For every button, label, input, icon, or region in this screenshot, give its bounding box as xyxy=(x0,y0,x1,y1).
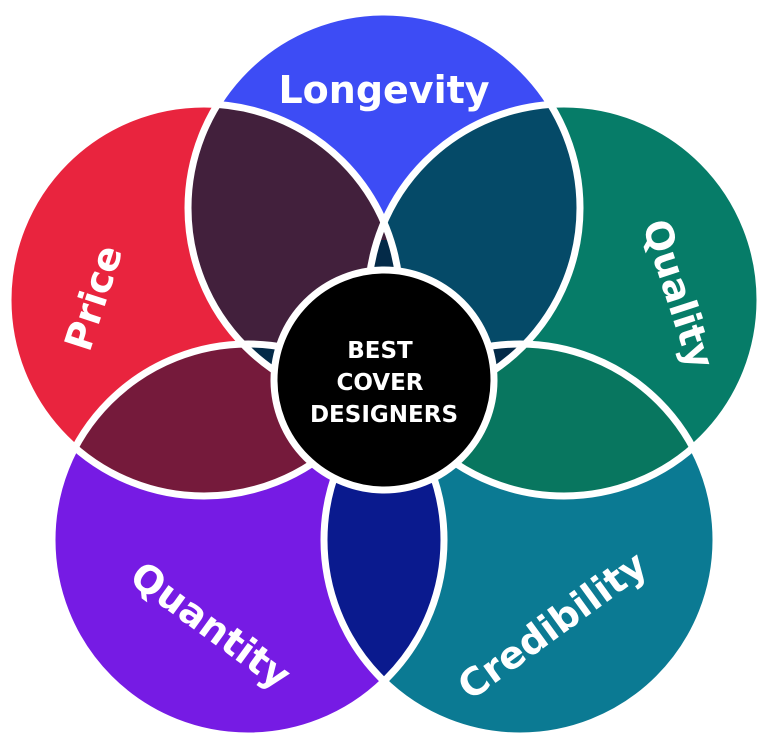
outline-credibility xyxy=(320,340,720,740)
center-line-2: COVER xyxy=(336,370,423,396)
center-circle xyxy=(270,266,498,494)
svg-text:BEST COVER DESIGNE: BEST COVER DESIGNERS xyxy=(310,338,458,428)
center-line-3: DESIGNERS xyxy=(310,402,458,428)
center-line-1: BEST xyxy=(347,338,413,364)
label-longevity: Longevity xyxy=(278,68,489,112)
outline-quantity xyxy=(48,340,448,740)
